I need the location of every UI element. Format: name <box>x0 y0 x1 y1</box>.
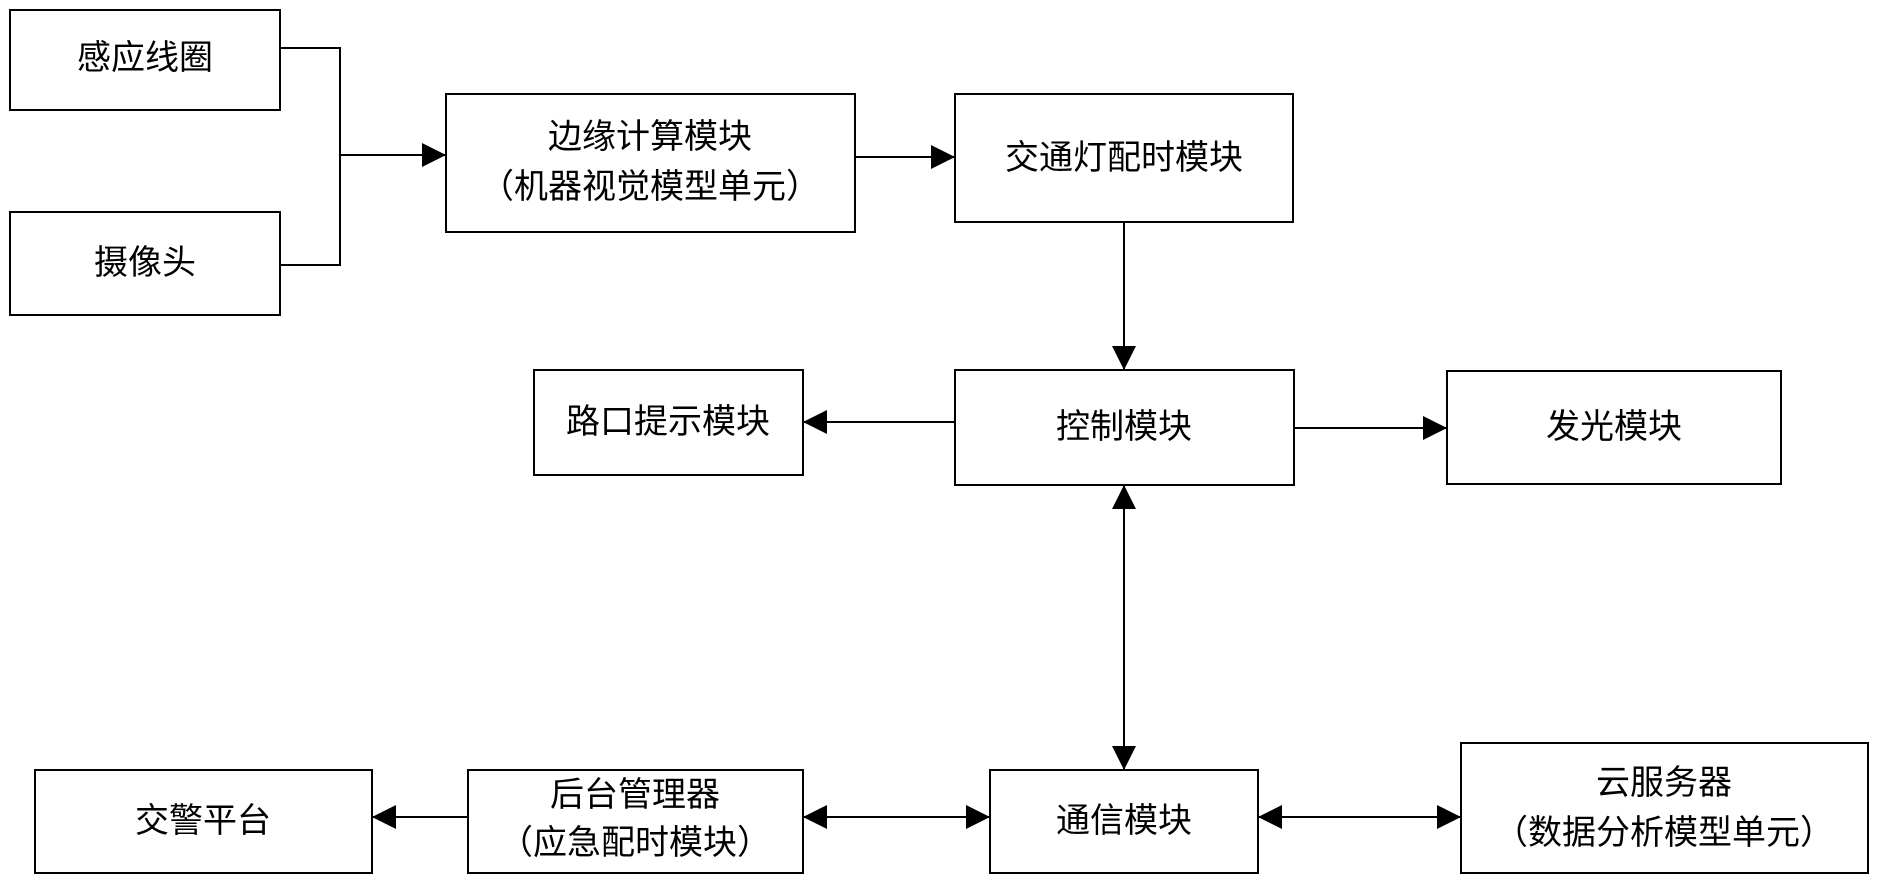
edge-coil-to-merge <box>280 47 341 155</box>
node-backend-manager-line2: （应急配时模块） <box>499 823 771 863</box>
node-traffic-police-platform-label: 交警平台 <box>135 801 271 841</box>
node-cloud-server-line1: 云服务器 <box>1596 763 1732 803</box>
node-camera-label: 摄像头 <box>94 243 196 283</box>
node-camera: 摄像头 <box>9 211 281 316</box>
node-edge-computing-line1: 边缘计算模块 <box>548 117 752 157</box>
connectors <box>280 47 1461 829</box>
node-signal-timing-label: 交通灯配时模块 <box>1005 138 1243 178</box>
node-control-label: 控制模块 <box>1056 407 1192 447</box>
node-edge-computing-line2: （机器视觉模型单元） <box>480 167 820 207</box>
node-backend-manager: 后台管理器 （应急配时模块） <box>467 769 804 874</box>
node-edge-computing: 边缘计算模块 （机器视觉模型单元） <box>445 93 856 233</box>
node-cloud-server-line2: （数据分析模型单元） <box>1494 813 1834 853</box>
node-induction-coil: 感应线圈 <box>9 9 281 111</box>
node-lighting: 发光模块 <box>1446 370 1782 485</box>
node-intersection-prompt: 路口提示模块 <box>533 369 804 476</box>
node-communication-label: 通信模块 <box>1056 801 1192 841</box>
node-communication: 通信模块 <box>989 769 1259 874</box>
node-traffic-police-platform: 交警平台 <box>34 769 373 874</box>
node-backend-manager-line1: 后台管理器 <box>550 775 720 815</box>
edge-camera-to-merge <box>280 155 341 266</box>
node-signal-timing: 交通灯配时模块 <box>954 93 1294 223</box>
node-control: 控制模块 <box>954 369 1295 486</box>
node-lighting-label: 发光模块 <box>1546 407 1682 447</box>
node-cloud-server: 云服务器 （数据分析模型单元） <box>1460 742 1869 874</box>
node-induction-coil-label: 感应线圈 <box>77 38 213 78</box>
node-intersection-prompt-label: 路口提示模块 <box>566 402 770 442</box>
